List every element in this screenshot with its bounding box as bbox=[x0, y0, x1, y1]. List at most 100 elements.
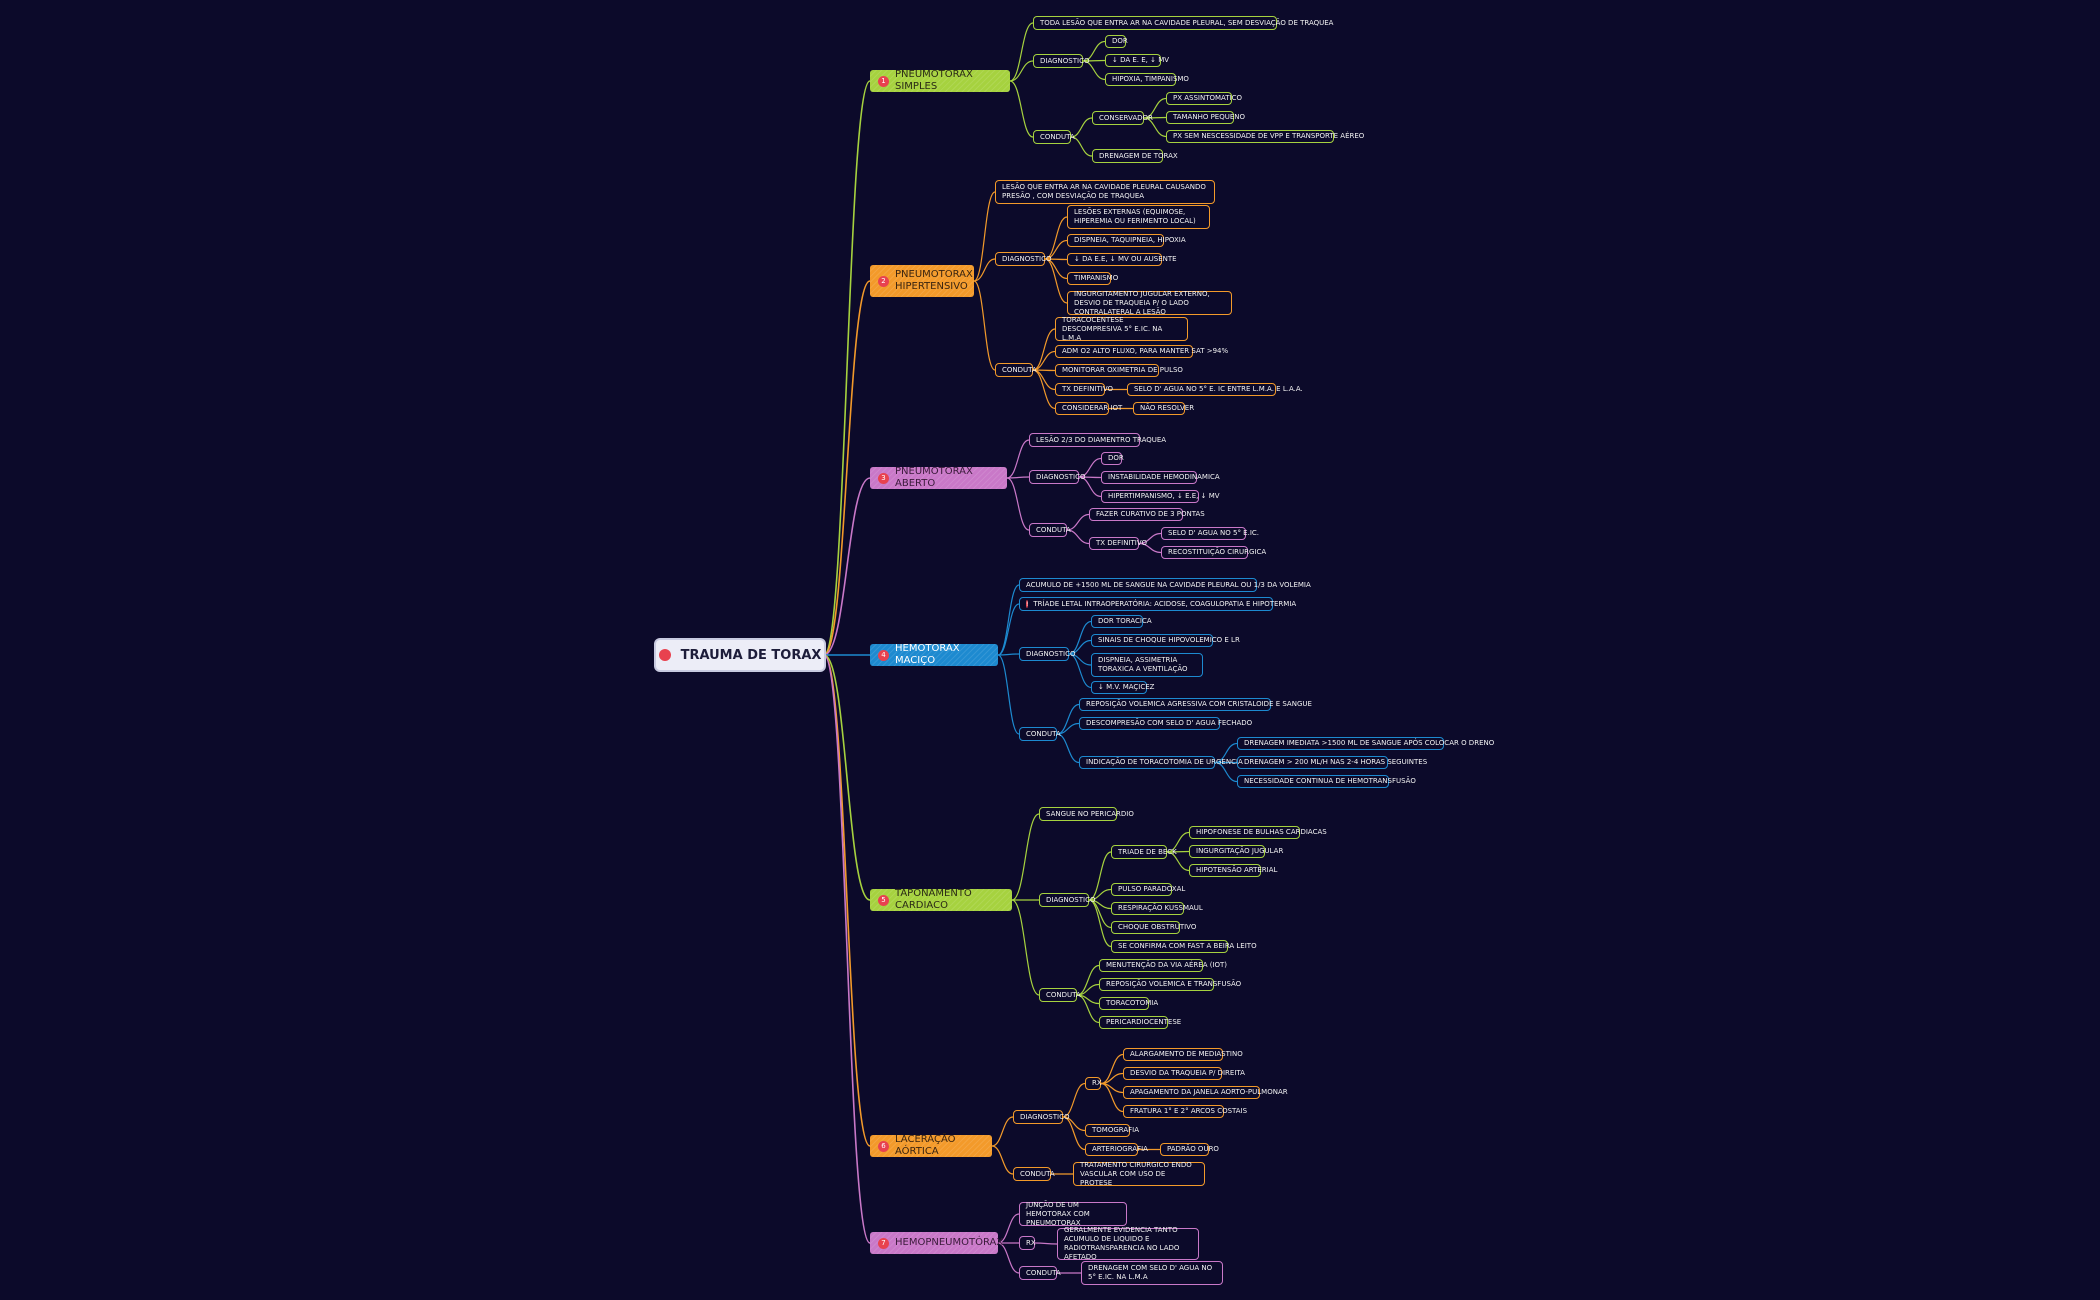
node-item[interactable]: DRENAGEM DE TORAX bbox=[1092, 149, 1178, 163]
node-conduta[interactable]: CONDUTA bbox=[1033, 130, 1075, 144]
connector-n6-n7 bbox=[1070, 117, 1093, 138]
node-definition[interactable]: JUNÇÃO DE UM HEMOTORAX COM PNEUMOTORAX bbox=[1019, 1201, 1127, 1227]
branch-taponamento-cardiaco[interactable]: 5 TAPONAMENTO CARDIACO bbox=[870, 888, 1012, 911]
node-item[interactable]: SELO D' AGUA NO 5° E. IC ENTRE L.M.A. E … bbox=[1127, 383, 1303, 396]
node-item[interactable]: TORACOCENTESE DESCOMPRESIVA 5° E.IC. NA … bbox=[1055, 316, 1188, 342]
node-warning[interactable]: !TRÍADE LETAL INTRAOPERATÓRIA: ACIDOSE, … bbox=[1019, 597, 1296, 611]
branch-hemotorax-macico[interactable]: 4 HEMOTORAX MACIÇO bbox=[870, 643, 998, 666]
node-conduta[interactable]: CONDUTA bbox=[1013, 1167, 1055, 1181]
node-item[interactable]: ↓ M.V. MAÇICEZ bbox=[1091, 681, 1154, 694]
node-tx-definitivo[interactable]: TX DEFINITIVO bbox=[1055, 383, 1113, 396]
node-item[interactable]: PULSO PARADOXAL bbox=[1111, 883, 1185, 896]
node-item[interactable]: TAMANHO PEQUENO bbox=[1166, 111, 1245, 124]
node-item[interactable]: SE CONFIRMA COM FAST A BEIRA LEITO bbox=[1111, 940, 1257, 953]
node-diagnostico[interactable]: DIAGNOSTICO bbox=[1013, 1110, 1069, 1124]
node-conduta[interactable]: CONDUTA bbox=[1029, 523, 1071, 537]
branch-pneumotorax-simples[interactable]: 1 PNEUMOTORAX SIMPLES bbox=[870, 69, 1010, 92]
node-diagnostico[interactable]: DIAGNOSTICO bbox=[995, 252, 1051, 266]
node-item[interactable]: APAGAMENTO DA JANELA AORTO-PULMONAR bbox=[1123, 1086, 1288, 1099]
node-item[interactable]: DOR bbox=[1101, 452, 1124, 465]
number-badge-icon: 7 bbox=[878, 1237, 889, 1249]
node-item[interactable]: HIPOFONESE DE BULHAS CARDIACAS bbox=[1189, 826, 1327, 839]
node-triade-de-beck[interactable]: TRIADE DE BECK bbox=[1111, 845, 1177, 859]
node-definition[interactable]: SANGUE NO PERICARDIO bbox=[1039, 807, 1134, 821]
node-item[interactable]: DISPNEIA, ASSIMETRIA TORAXICA A VENTILAÇ… bbox=[1091, 653, 1203, 677]
node-item[interactable]: PADRÃO OURO bbox=[1160, 1143, 1219, 1156]
node-definition[interactable]: LESÃO QUE ENTRA AR NA CAVIDADE PLEURAL C… bbox=[995, 180, 1215, 204]
node-definition[interactable]: TODA LESÃO QUE ENTRA AR NA CAVIDADE PLEU… bbox=[1033, 16, 1333, 30]
connector-n39-n41 bbox=[1068, 639, 1092, 655]
node-item[interactable]: PX ASSINTOMATICO bbox=[1166, 92, 1242, 105]
node-tx-definitivo[interactable]: TX DEFINITIVO bbox=[1089, 537, 1147, 550]
node-conduta[interactable]: CONDUTA bbox=[1039, 988, 1081, 1002]
node-item[interactable]: REPOSIÇÃO VOLEMICA E TRANSFUSÃO bbox=[1099, 978, 1241, 991]
node-item[interactable]: TRATAMENTO CIRURGICO ENDO VASCULAR COM U… bbox=[1073, 1161, 1205, 1187]
node-item[interactable]: SELO D' AGUA NO 5° E.IC. bbox=[1161, 527, 1259, 540]
branch-laceracao-aortica[interactable]: 6 LACERAÇÃO AÓRTICA bbox=[870, 1134, 992, 1157]
node-item[interactable]: RECOSTITUIÇÃO CIRURGICA bbox=[1161, 546, 1266, 559]
node-item[interactable]: DISPNEIA, TAQUIPNEIA, HIPOXIA bbox=[1067, 234, 1186, 247]
connector-b2-n12 bbox=[973, 191, 996, 282]
node-diagnostico[interactable]: DIAGNOSTICO bbox=[1029, 470, 1085, 484]
node-conduta[interactable]: CONDUTA bbox=[1019, 727, 1061, 741]
node-item[interactable]: TORACOTOMIA bbox=[1099, 997, 1158, 1010]
node-item[interactable]: DRENAGEM IMEDIATA >1500 ML DE SANGUE APÓ… bbox=[1237, 737, 1494, 750]
node-item[interactable]: HIPOXIA, TIMPANISMO bbox=[1105, 73, 1189, 86]
node-item[interactable]: DESVIO DA TRAQUEIA P/ DIREITA bbox=[1123, 1067, 1245, 1080]
node-item[interactable]: INGURGITAÇÃO JUGULAR bbox=[1189, 845, 1283, 858]
connector-b7-n80 bbox=[997, 1242, 1020, 1274]
connector-n44-n46 bbox=[1056, 722, 1080, 735]
node-item[interactable]: PX SEM NESCESSIDADE DE VPP E TRANSPORTE … bbox=[1166, 130, 1364, 143]
node-item[interactable]: ALARGAMENTO DE MEDIASTINO bbox=[1123, 1048, 1243, 1061]
node-item[interactable]: SINAIS DE CHOQUE HIPOVOLEMICO E LR bbox=[1091, 634, 1240, 647]
node-diagnostico[interactable]: DIAGNOSTICO bbox=[1039, 893, 1095, 907]
node-item[interactable]: DESCOMPRESÃO COM SELO D' AGUA FECHADO bbox=[1079, 717, 1252, 730]
node-item[interactable]: DOR TORACICA bbox=[1091, 615, 1152, 628]
node-item[interactable]: DOR bbox=[1105, 35, 1128, 48]
node-conduta[interactable]: CONDUTA bbox=[1019, 1266, 1061, 1280]
node-item[interactable]: TIMPANISMO bbox=[1067, 272, 1118, 285]
node-item[interactable]: DRENAGEM COM SELO D' AGUA NO 5° E.IC. NA… bbox=[1081, 1261, 1223, 1285]
node-definition[interactable]: ACUMULO DE +1500 ML DE SANGUE NA CAVIDAD… bbox=[1019, 578, 1311, 592]
node-item[interactable]: INSTABILIDADE HEMODINAMICA bbox=[1101, 471, 1220, 484]
branch-pneumotorax-aberto[interactable]: 3 PNEUMOTORAX ABERTO bbox=[870, 466, 1007, 489]
node-considerar-iot[interactable]: CONSIDERAR IOT bbox=[1055, 402, 1122, 415]
node-arteriografia[interactable]: ARTERIOGRAFIA bbox=[1085, 1143, 1148, 1156]
node-item[interactable]: GERALMENTE EVIDENCIA TANTO ACUMULO DE LI… bbox=[1057, 1226, 1199, 1261]
node-item[interactable]: ↓ DA E.E, ↓ MV OU AUSENTE bbox=[1067, 253, 1177, 266]
connector-n39-n40 bbox=[1068, 620, 1092, 655]
node-item[interactable]: REPOSIÇÃO VOLEMICA AGRESSIVA COM CRISTAL… bbox=[1079, 698, 1312, 711]
node-item[interactable]: TOMOGRAFIA bbox=[1085, 1124, 1139, 1137]
branch-hemopneumotorax[interactable]: 7 HEMOPNEUMOTÓRAX bbox=[870, 1232, 1003, 1254]
node-item[interactable]: RESPIRAÇÃO KUSSMAUL bbox=[1111, 902, 1203, 915]
node-item[interactable]: PERICARDIOCENTESE bbox=[1099, 1016, 1181, 1029]
root-node[interactable]: TRAUMA DE TORAX bbox=[656, 640, 824, 670]
connector-n13-n18 bbox=[1044, 258, 1068, 304]
branch-pneumotorax-hipertensivo[interactable]: 2 PNEUMOTORAX HIPERTENSIVO bbox=[870, 265, 974, 297]
node-rx[interactable]: RX bbox=[1085, 1077, 1102, 1090]
node-item[interactable]: MONITORAR OXIMETRIA DE PULSO bbox=[1055, 364, 1183, 377]
node-conduta[interactable]: CONDUTA bbox=[995, 363, 1037, 377]
node-item[interactable]: NECESSIDADE CONTINUA DE HEMOTRANSFUSÃO bbox=[1237, 775, 1416, 788]
connector-n61-n65 bbox=[1076, 994, 1100, 1024]
node-item[interactable]: ADM O2 ALTO FLUXO, PARA MANTER SAT >94% bbox=[1055, 345, 1228, 358]
node-rx[interactable]: RX bbox=[1019, 1236, 1036, 1250]
node-diagnostico[interactable]: DIAGNOSTICO bbox=[1033, 54, 1089, 68]
node-item[interactable]: HIPOTENSÃO ARTERIAL bbox=[1189, 864, 1277, 877]
node-item[interactable]: CHOQUE OBSTRUTIVO bbox=[1111, 921, 1196, 934]
node-item[interactable]: MENUTENÇÃO DA VIA AÉREA (IOT) bbox=[1099, 959, 1227, 972]
node-item[interactable]: HIPERTIMPANISMO, ↓ E.E, ↓ MV bbox=[1101, 490, 1220, 503]
node-item[interactable]: INDICAÇÃO DE TORACOTOMIA DE URGENCIA bbox=[1079, 756, 1243, 769]
node-item[interactable]: FAZER CURATIVO DE 3 PONTAS bbox=[1089, 508, 1205, 521]
node-item[interactable]: FRATURA 1° E 2° ARCOS COSTAIS bbox=[1123, 1105, 1247, 1118]
node-item[interactable]: LESÕES EXTERNAS (EQUIMOSE, HIPEREMIA OU … bbox=[1067, 205, 1210, 229]
node-definition[interactable]: LESÃO 2/3 DO DIAMENTRO TRAQUEA bbox=[1029, 433, 1166, 447]
connector-root-b2 bbox=[823, 280, 871, 656]
node-item[interactable]: INGURGITAMENTO JUGULAR EXTERNO, DESVIO D… bbox=[1067, 290, 1232, 316]
node-diagnostico[interactable]: DIAGNOSTICO bbox=[1019, 647, 1075, 661]
connector-n66-n67 bbox=[1062, 1082, 1086, 1118]
node-item[interactable]: NÃO RESOLVER bbox=[1133, 402, 1194, 415]
node-conservador[interactable]: CONSERVADOR bbox=[1092, 111, 1153, 125]
node-item[interactable]: ↓ DA E. E, ↓ MV bbox=[1105, 54, 1169, 67]
node-item[interactable]: DRENAGEM > 200 ML/H NAS 2-4 HORAS SEGUIN… bbox=[1237, 756, 1427, 769]
